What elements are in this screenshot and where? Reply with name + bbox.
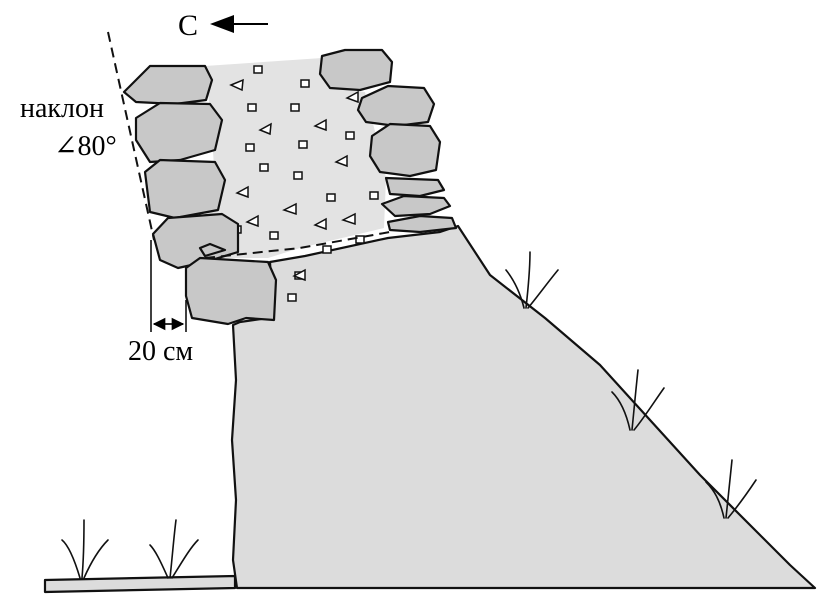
inner-stone: [198, 242, 227, 258]
slope-dashed-line: [107, 31, 155, 241]
north-indicator: [210, 15, 268, 33]
width-dimension: [150, 240, 187, 332]
north-label: С: [178, 9, 198, 42]
grass-tufts: [61, 251, 757, 579]
slope-angle: ∠80°: [54, 131, 117, 162]
rubble-fill: [200, 58, 386, 258]
fill-triangles: [229, 78, 359, 282]
ground-baseline: [43, 574, 237, 594]
right-wall-stones: [318, 48, 458, 234]
left-wall-stones: [122, 64, 278, 326]
hill-slope: [230, 224, 817, 590]
width-label: 20 см: [128, 336, 193, 367]
slope-label: наклон: [20, 93, 104, 124]
